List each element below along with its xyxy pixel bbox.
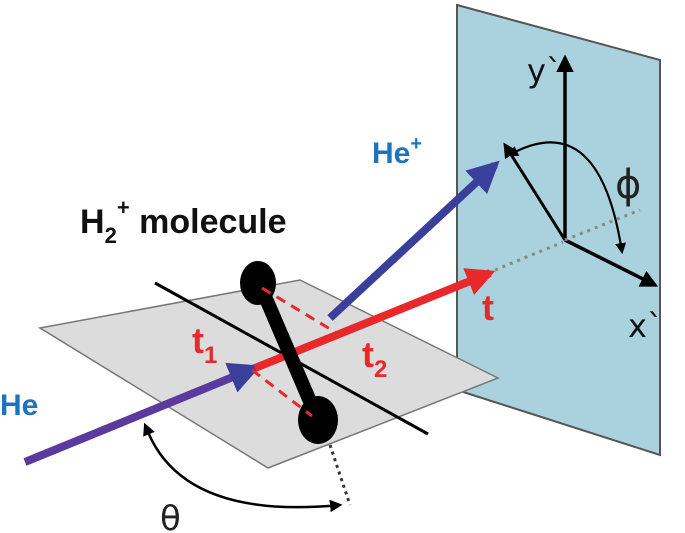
t1-dashed-line — [251, 368, 313, 418]
molecule-label: H2+ molecule — [80, 195, 287, 248]
t-label: t — [482, 287, 494, 328]
phi-arc — [507, 141, 627, 255]
scattering-plane — [37, 279, 500, 469]
phi-label: ϕ — [615, 162, 641, 208]
x-axis-label: x` — [628, 307, 663, 345]
theta-arc — [143, 422, 343, 513]
t2-dashed-line — [261, 286, 341, 337]
nucleus-bottom — [298, 396, 338, 444]
y-axis-label: y` — [527, 52, 562, 90]
molecular-bond — [251, 277, 325, 423]
t2-label: t2 — [362, 334, 387, 383]
t1-label: t1 — [192, 320, 217, 369]
screen-axes — [494, 54, 659, 287]
molecular-axis-extension — [328, 444, 352, 506]
nucleus-top — [240, 261, 276, 305]
dotted-extension — [564, 208, 641, 242]
scattered-he-beam — [327, 160, 500, 321]
he-plus-label: He+ — [372, 133, 422, 170]
incoming-he-beam — [23, 362, 261, 466]
he-incoming-label: He — [0, 389, 38, 422]
theta-label: θ — [160, 499, 181, 533]
